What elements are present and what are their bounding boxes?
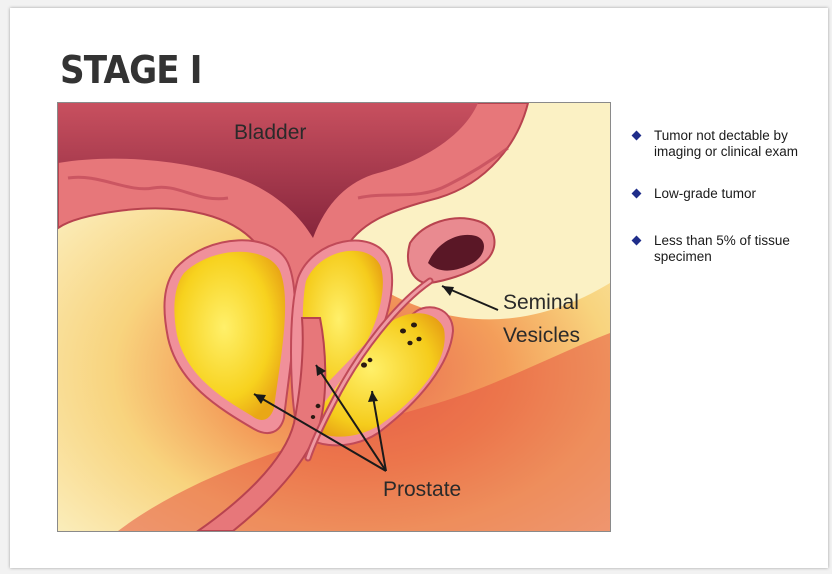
slide: STAGE I xyxy=(10,8,828,568)
diamond-bullet-icon xyxy=(632,189,642,199)
bullet-text: Tumor not dectable by imaging or clinica… xyxy=(654,128,798,159)
bullet-list: Tumor not dectable by imaging or clinica… xyxy=(630,128,826,265)
tumor-dot xyxy=(316,404,321,408)
tumor-dot xyxy=(361,362,367,367)
bullet-item: Less than 5% of tissue specimen xyxy=(630,233,826,265)
seminal-label-line2: Vesicles xyxy=(503,324,580,347)
diamond-bullet-icon xyxy=(632,131,642,141)
tumor-dot xyxy=(368,358,373,362)
tumor-dot xyxy=(407,341,412,346)
slide-title: STAGE I xyxy=(60,48,202,92)
bullet-text: Low-grade tumor xyxy=(654,186,756,201)
anatomy-diagram: Bladder Seminal Vesicles Prostate xyxy=(58,103,610,531)
bullet-item: Low-grade tumor xyxy=(630,186,826,202)
bullet-text: Less than 5% of tissue specimen xyxy=(654,233,790,264)
bullet-item: Tumor not dectable by imaging or clinica… xyxy=(630,128,826,160)
prostate-label: Prostate xyxy=(383,478,461,501)
bladder-label: Bladder xyxy=(234,121,306,144)
prostate-illustration: Bladder Seminal Vesicles Prostate xyxy=(57,102,611,532)
tumor-dot xyxy=(411,323,417,328)
tumor-dot xyxy=(311,415,315,419)
tumor-dot xyxy=(416,337,421,342)
tumor-dot xyxy=(400,329,406,334)
seminal-label-line1: Seminal xyxy=(503,291,579,314)
diamond-bullet-icon xyxy=(632,236,642,246)
